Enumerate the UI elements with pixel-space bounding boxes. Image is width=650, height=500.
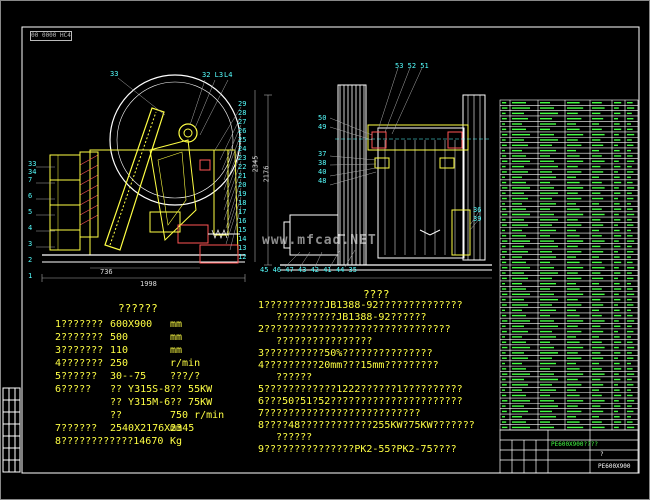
left-title-strip [2,387,21,473]
callout-33: 33 [110,70,119,78]
spec-unit: ?? 75KW [170,397,213,408]
spec-label: 6????? [55,384,92,395]
spec-label: 8????????????14670 [55,436,164,447]
spec-label: 7?????? [55,423,98,434]
note-line: 5????????????1222??????1?????????? [258,384,463,395]
callout-l4: L4 [224,71,233,79]
spec-unit: mm [170,319,183,330]
spec-label: 5?????? [55,371,98,382]
note-line: 9???????????????PK2-55?PK2-75???? [258,444,457,455]
spec-unit: mm [170,345,183,356]
note-line: ?????? [258,372,313,383]
title-block-code: PE600X900 [598,463,631,470]
note-line: 6???50?51?52?????????????????????? [258,396,463,407]
spec-value: ?? Y315M-6 [110,397,171,408]
callout-32: 32 L3 [202,71,224,79]
drawing-code-tag: 00 0000 HC4 [30,31,72,41]
note-line: ???????????????? [258,336,373,347]
spec-value: 30--75 [110,371,147,382]
spec-value: ?? [110,410,123,421]
title-block [499,429,639,474]
callout-base-row: 45 46 47 43 42 41 44 35 [260,266,357,274]
spec-unit: r/min [170,358,201,369]
note-line: 8????48????????????255KW?75KW??????? [258,420,475,431]
note-line: 7?????????????????????????? [258,408,421,419]
spec-unit: Kg [170,436,183,447]
note-line: 2??????????????????????????????? [258,324,451,335]
dim-right-height: 2176 [262,165,271,183]
note-line: ??????????JB1388-92?????? [258,312,427,323]
spec-unit: mm [170,332,183,343]
dim-left-base: 736 [100,268,113,276]
note-line: 3??????????50%??????????????? [258,348,433,359]
spec-label: 4??????? [55,358,104,369]
spec-value: 600X900 [110,319,153,330]
spec-unit: ?? 55KW [170,384,213,395]
spec-label: 2??????? [55,332,104,343]
spec-unit: mm [170,423,183,434]
notes-heading: ???? [363,288,390,301]
side-view-drawing [36,74,256,282]
dim-left-height: 2345 [251,155,260,173]
spec-unit: 750 r/min [170,410,225,421]
spec-value: 2540X2176X2345 [110,423,195,434]
dim-left-width: 1998 [140,280,157,288]
note-line: 1??????????JB1388-92?????????????? [258,300,463,311]
title-block-page: ? [600,451,604,458]
front-view-drawing [264,67,492,279]
spec-value: 250 [110,358,129,369]
spec-value: ?? Y315S-8 [110,384,171,395]
note-line: ?????? [258,432,313,443]
spec-value: 110 [110,345,129,356]
spec-unit: ???/? [170,371,201,382]
callout-53-top: 53 52 51 [395,62,429,70]
specs-heading: ?????? [118,302,158,315]
spec-label: 1??????? [55,319,104,330]
title-block-name: PE600X900???? [551,441,598,448]
bom-table [499,99,639,431]
note-line: 4?????????20mm???15mm????????? [258,360,439,371]
spec-value: 500 [110,332,129,343]
spec-label: 3??????? [55,345,104,356]
inner-border [21,26,640,474]
watermark: www.mfcad.NET [262,233,377,248]
